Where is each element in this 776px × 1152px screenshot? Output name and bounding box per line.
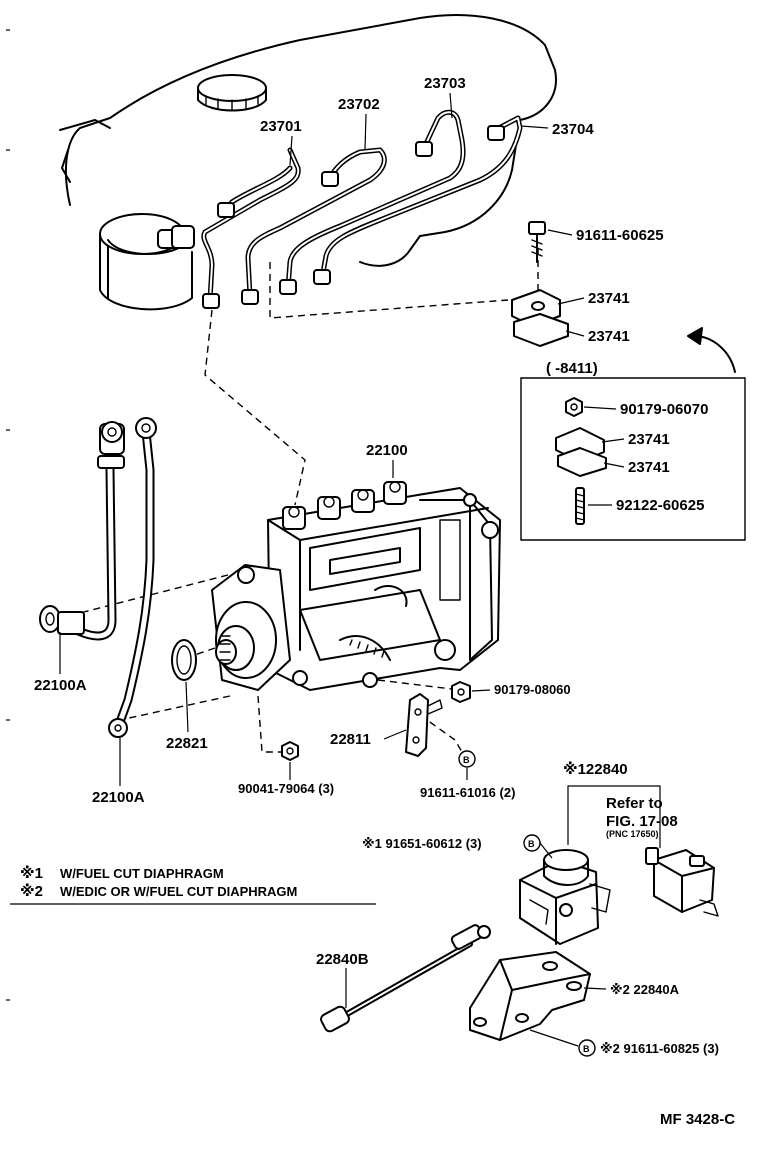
inset-box xyxy=(520,377,746,541)
fuel-cut-diaphragm-22840 xyxy=(519,849,611,945)
label-91611-61016: 91611-61016 (2) xyxy=(420,785,515,800)
leader-23741-d xyxy=(603,462,625,468)
ref-line-bracket xyxy=(269,262,509,319)
label-23701: 23701 xyxy=(260,118,302,135)
label-90179-06070: 90179-06070 xyxy=(620,401,708,418)
label-22100: 22100 xyxy=(366,442,408,459)
label-23741-b: 23741 xyxy=(588,328,630,345)
nut-90179-06070 xyxy=(565,397,583,417)
label-90041-79064: 90041-79064 (3) xyxy=(238,781,334,796)
note-2-text: W/EDIC OR W/FUEL CUT DIAPHRAGM xyxy=(60,884,297,899)
ref-line-hose xyxy=(71,574,229,616)
label-92122-60625: 92122-60625 xyxy=(616,497,704,514)
label-22840: ※122840 xyxy=(563,760,628,778)
pnc-ref: (PNC 17650) xyxy=(606,829,659,839)
nut-90041-79064 xyxy=(281,741,299,761)
note-2-mark: ※2 xyxy=(20,882,43,900)
fig-ref: FIG. 17-08 xyxy=(606,813,678,830)
leader-22840A xyxy=(583,987,607,990)
label-91611-60825: ※2 91611-60825 (3) xyxy=(600,1041,719,1056)
label-22100A-a: 22100A xyxy=(34,677,87,694)
oring-22821 xyxy=(171,639,197,681)
engine-head-outline xyxy=(59,14,557,299)
figure-code: MF 3428-C xyxy=(660,1111,735,1128)
leader-91611-60825 xyxy=(529,1029,579,1047)
leader-91611-60625 xyxy=(547,229,573,236)
leader-90179-08060 xyxy=(471,689,491,692)
leader-23702 xyxy=(364,113,367,151)
b-marker-60612-text: B xyxy=(528,839,535,849)
label-22840A: ※2 22840A xyxy=(610,982,680,997)
bracket-22811 xyxy=(405,693,443,757)
margin-marks xyxy=(6,29,10,1001)
b-marker-61016-text: B xyxy=(463,755,470,765)
leader-23741-b xyxy=(565,330,585,337)
stud-92122-60625 xyxy=(575,487,585,525)
b-marker-60825 xyxy=(578,1039,596,1057)
leader-23741-c xyxy=(601,438,625,443)
bolt-90179-08060 xyxy=(451,681,471,703)
label-22840B: 22840B xyxy=(316,951,369,968)
leader-22840 xyxy=(567,785,661,848)
label-22811: 22811 xyxy=(330,731,371,748)
leader-90179-06070 xyxy=(583,406,617,410)
label-22821: 22821 xyxy=(166,735,208,752)
bolt-91611-60625 xyxy=(528,221,546,263)
injection-pump-22100 xyxy=(211,481,501,691)
leader-23741-a xyxy=(557,297,585,305)
refer-to: Refer to xyxy=(606,795,663,812)
inset-range: ( -8411) xyxy=(546,360,598,377)
label-23702: 23702 xyxy=(338,96,380,113)
note-1-mark: ※1 xyxy=(20,864,43,882)
label-23741-a: 23741 xyxy=(588,290,630,307)
label-91611-60625: 91611-60625 xyxy=(576,227,664,244)
link-rod-22840B xyxy=(320,924,491,1033)
label-23703: 23703 xyxy=(424,75,466,92)
label-23704: 23704 xyxy=(552,121,594,138)
ref-line-pipe-b xyxy=(119,695,231,721)
label-23741-d: 23741 xyxy=(628,459,670,476)
leader-23701 xyxy=(289,135,293,166)
label-23741-c: 23741 xyxy=(628,431,670,448)
injection-pipes xyxy=(157,109,523,309)
leader-22821 xyxy=(185,681,189,733)
clamp-23741-pair xyxy=(511,289,569,347)
note-1-text: W/FUEL CUT DIAPHRAGM xyxy=(60,866,224,881)
label-90179-08060: 90179-08060 xyxy=(494,682,571,697)
leader-22811 xyxy=(383,729,407,740)
vsv-solenoid xyxy=(645,847,719,917)
overflow-hose-22100A xyxy=(39,421,125,641)
b-marker-60825-text: B xyxy=(583,1044,590,1054)
label-91651-60612: ※1 91651-60612 (3) xyxy=(362,836,482,851)
ref-line-90179-08060 xyxy=(377,679,461,691)
label-22100A-b: 22100A xyxy=(92,789,145,806)
leader-91651-60612 xyxy=(539,842,553,859)
leader-23703 xyxy=(449,92,453,119)
ref-line-nut-90041 xyxy=(257,695,285,753)
b-marker-61016 xyxy=(458,750,476,768)
leader-23704 xyxy=(520,125,549,129)
return-pipe-22100A xyxy=(108,417,157,738)
ref-line-22811 xyxy=(419,714,463,753)
bracket-22840A xyxy=(469,951,591,1041)
clamp-23741-inset xyxy=(555,427,607,477)
ref-line-pipe-to-pump xyxy=(204,309,306,506)
